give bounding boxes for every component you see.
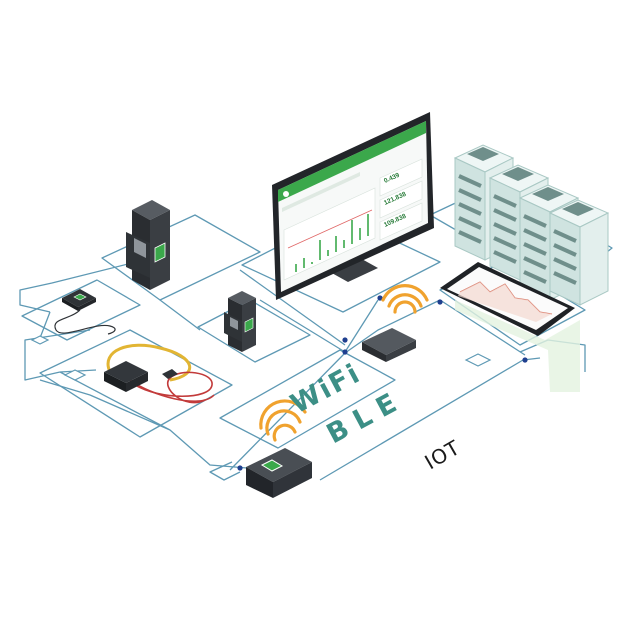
network-nodes	[237, 295, 528, 471]
smartphone	[440, 262, 580, 392]
energy-meter-small	[224, 291, 256, 352]
wireless-bay-boundary	[219, 349, 396, 449]
node	[237, 465, 243, 471]
node	[522, 357, 528, 363]
corner-markers	[30, 335, 492, 381]
wireless-gateway	[362, 283, 429, 362]
monitor: 0.439 121.838 109.838	[272, 112, 434, 300]
iot-hub-device	[246, 399, 312, 498]
monitor-base	[330, 258, 378, 282]
dashboard-header	[278, 121, 426, 202]
dashboard-toolbar	[282, 172, 360, 212]
sensor-bay-boundary	[21, 279, 141, 341]
node	[437, 299, 443, 305]
clamp-bay-boundary	[39, 329, 233, 438]
node	[342, 337, 348, 343]
brand-logo-icon	[73, 293, 87, 301]
red-cable	[134, 371, 213, 404]
node	[377, 295, 383, 301]
phone-glow	[455, 300, 580, 392]
energy-meter-large	[126, 200, 170, 290]
reading-card	[379, 158, 423, 197]
server-racks	[453, 144, 610, 306]
puck-sensor	[54, 289, 116, 335]
reading-card	[379, 180, 423, 219]
phone-chart-fill	[458, 282, 552, 322]
dashboard-chart-area	[283, 187, 376, 281]
corner-marker	[63, 369, 87, 381]
wifi-signal-icon	[259, 399, 307, 442]
corner-marker	[30, 335, 50, 345]
dashboard-trend-line	[287, 209, 373, 249]
rogowski-clamp	[104, 343, 215, 404]
brand-logo-icon	[244, 317, 254, 333]
iot-label: IOT	[421, 435, 465, 474]
node	[342, 349, 348, 355]
brand-logo-icon	[260, 459, 284, 472]
sensor-cable	[54, 309, 116, 335]
server-rack	[548, 199, 610, 306]
wifi-signal-icon	[381, 283, 429, 314]
corner-marker	[464, 353, 492, 367]
brand-logo-icon	[283, 191, 289, 197]
reading-card	[379, 202, 423, 241]
brand-logo-icon	[154, 242, 166, 263]
meter-bay-boundary	[101, 214, 261, 301]
dashboard-chart-bars	[295, 214, 369, 272]
